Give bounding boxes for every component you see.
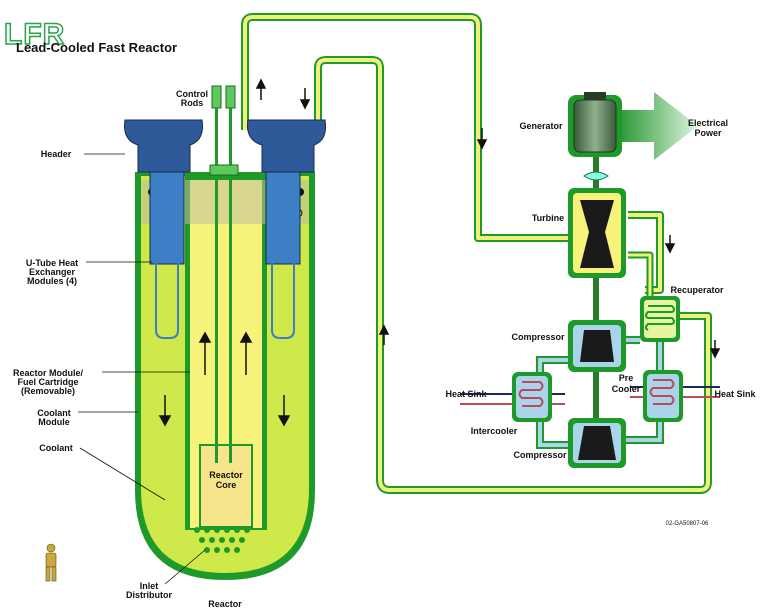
reactor-module-label-2: Fuel Cartridge	[17, 377, 78, 387]
pre-cooler-label-2: Cooler	[612, 384, 641, 394]
turbine	[568, 188, 626, 278]
header-left	[124, 119, 203, 339]
flow-arrows	[158, 78, 721, 427]
lfr-logo: LFR	[4, 18, 65, 51]
u-tube-label-1: U-Tube Heat	[26, 258, 78, 268]
reactor-core-label-2: Core	[216, 480, 237, 490]
secondary-loop-pipes	[241, 13, 712, 494]
pre-cooler-label-1: Pre	[619, 373, 634, 383]
inlet-distributor-label-1: Inlet	[140, 581, 159, 591]
coupling-icon	[583, 171, 609, 181]
generator	[568, 92, 698, 160]
u-tube-label-3: Modules (4)	[27, 276, 77, 286]
control-rods	[209, 85, 239, 463]
electrical-power-label-2: Power	[694, 128, 722, 138]
reactor-core-label-1: Reactor	[209, 470, 243, 480]
coolant-module-label-1: Coolant	[37, 408, 71, 418]
compressor-top	[568, 320, 626, 372]
recuperator-label: Recuperator	[670, 285, 724, 295]
intercooler-label: Intercooler	[471, 426, 518, 436]
leader-lines	[78, 153, 206, 585]
compressor-bottom	[568, 418, 626, 468]
header-label: Header	[41, 149, 72, 159]
page-title: Lead-Cooled Fast Reactor	[16, 40, 177, 55]
coolant-module-label-2: Module	[38, 417, 70, 427]
coolant-label: Coolant	[39, 443, 73, 453]
reactor-vessel	[135, 172, 315, 580]
generator-label: Generator	[519, 121, 563, 131]
pre-cooler	[630, 370, 720, 422]
drawing-code: 02-GA50807-06	[666, 521, 709, 527]
reactor-module-label-1: Reactor Module/	[13, 368, 84, 378]
control-rods-label-1: Control	[176, 89, 208, 99]
recuperator	[640, 296, 680, 342]
reactor-label: Reactor	[208, 599, 242, 609]
compressor-top-label: Compressor	[511, 332, 565, 342]
inlet-distributor-label-2: Distributor	[126, 590, 172, 600]
u-tube-label-2: Exchanger	[29, 267, 76, 277]
heat-sink-left-label: Heat Sink	[445, 389, 487, 399]
reactor-module-label-3: (Removable)	[21, 386, 75, 396]
heat-sink-right-label: Heat Sink	[714, 389, 756, 399]
person-scale-icon	[45, 543, 57, 582]
drive-shaft	[593, 157, 599, 457]
reactor-core	[199, 444, 253, 528]
intercooler	[460, 372, 565, 422]
turbine-label: Turbine	[532, 213, 564, 223]
electrical-power-arrow	[622, 92, 698, 160]
compressor-bottom-label: Compressor	[513, 450, 567, 460]
electrical-power-label-1: Electrical	[688, 118, 728, 128]
header-right	[247, 119, 326, 339]
control-rods-label-2: Rods	[181, 98, 204, 108]
